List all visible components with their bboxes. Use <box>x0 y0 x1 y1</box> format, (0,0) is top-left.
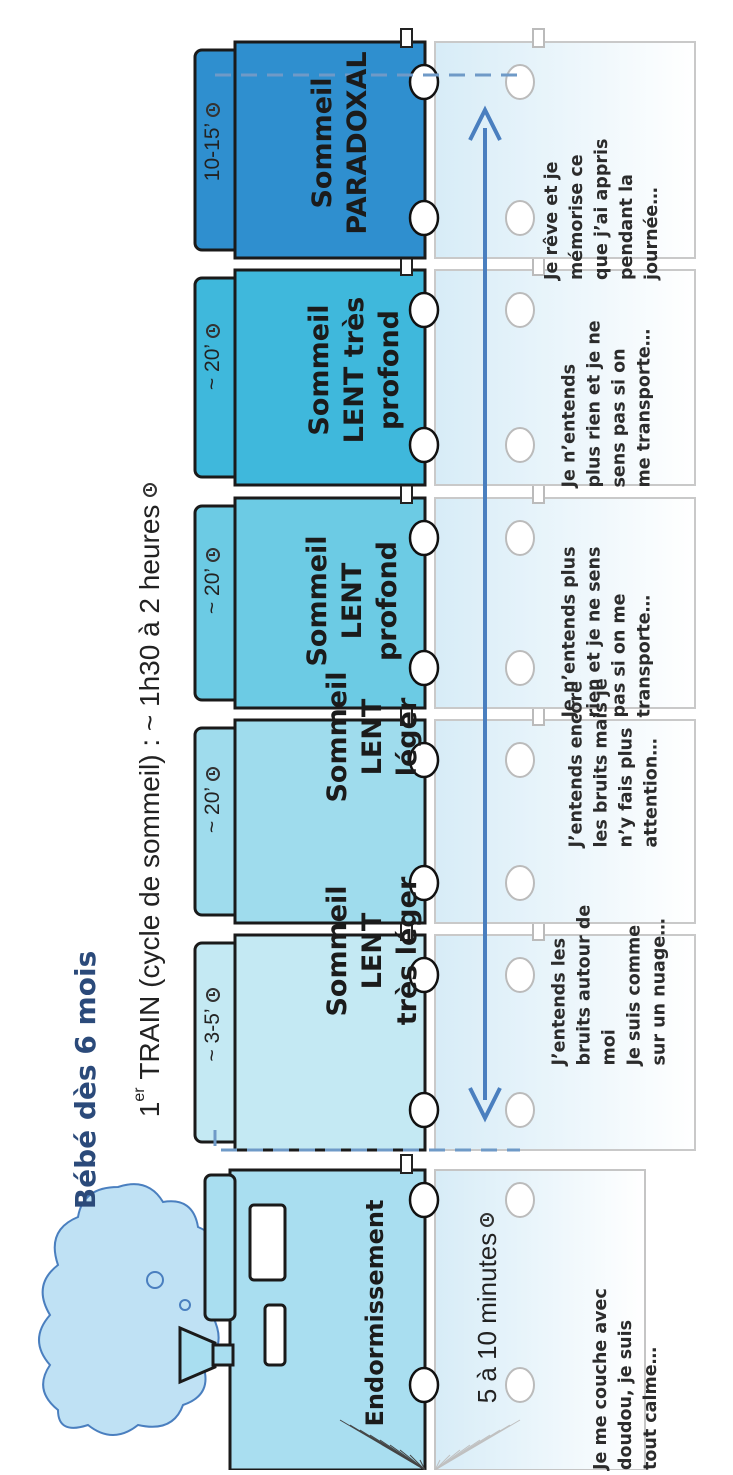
engine-chimney <box>178 1325 217 1385</box>
wheel-reflection <box>505 427 535 463</box>
cowcatcher-reflection-line <box>434 1459 441 1471</box>
car-4-title: Sommeil LENT très profond <box>303 296 405 444</box>
coupler <box>400 28 413 48</box>
thought-bubble <box>146 1271 164 1289</box>
clock-icon <box>480 1212 494 1227</box>
cycle-arrow-head-top <box>468 105 502 141</box>
cowcatcher-reflection-line <box>434 1449 461 1471</box>
car-body <box>233 933 427 1152</box>
car-body <box>233 268 427 487</box>
car-reflection <box>434 719 696 924</box>
car-5-description: Je rêve et je mémorise ce que j’ai appri… <box>542 138 662 280</box>
wheel <box>408 649 440 687</box>
cowcatcher-reflection-line <box>434 1454 451 1471</box>
car-body <box>233 718 427 925</box>
clock-icon <box>206 988 220 1003</box>
wheel-reflection <box>505 1092 535 1128</box>
car-2-duration: ~ 20’ <box>198 740 228 860</box>
cowcatcher-line <box>399 1449 426 1471</box>
wheel <box>408 956 440 994</box>
title-ordinal: 1 <box>134 1101 165 1118</box>
wheel <box>408 741 440 779</box>
coupler-reflection <box>532 484 545 504</box>
wheel-reflection <box>505 650 535 686</box>
wheel <box>408 1181 440 1219</box>
title-text: TRAIN (cycle de sommeil) : ~ 1h30 à 2 he… <box>134 504 165 1080</box>
car-4-duration: ~ 20’ <box>198 297 228 417</box>
car-3-description: Je n’entends plus rien et je ne sens pas… <box>559 546 655 718</box>
engine-description: Je me couche avec doudou, je suis tout c… <box>591 1288 661 1470</box>
wheel <box>408 519 440 557</box>
clock-icon <box>143 482 157 497</box>
cloud-label: Bébé dès 6 mois <box>68 950 102 1210</box>
car-1-title: Sommeil LENT très léger <box>321 876 423 1026</box>
car-reflection <box>434 269 696 486</box>
clock-icon <box>206 547 220 562</box>
coupler <box>400 1154 413 1174</box>
clock-icon <box>206 323 220 338</box>
engine-reflection <box>434 1169 646 1471</box>
engine-chimney-base <box>211 1343 235 1367</box>
car-4-description: Je n’entends plus rien et je ne sens pas… <box>559 320 655 488</box>
wheel <box>408 426 440 464</box>
wheel-reflection <box>505 520 535 556</box>
wheel <box>408 1091 440 1129</box>
car-5-title: Sommeil PARADOXAL <box>307 51 373 235</box>
engine-roof <box>203 1173 237 1322</box>
wheel-reflection <box>505 865 535 901</box>
clock-icon <box>206 102 220 117</box>
title-ordinal-sup: er <box>131 1087 148 1102</box>
wheel <box>408 199 440 237</box>
thought-bubble <box>179 1299 191 1311</box>
wheel <box>408 291 440 329</box>
wheel-reflection <box>505 957 535 993</box>
engine-window <box>263 1303 287 1367</box>
car-reflection <box>434 934 696 1151</box>
car-body <box>233 496 427 710</box>
car-3-title: Sommeil LENT profond <box>301 535 403 667</box>
engine-time: 5 à 10 minutes <box>469 1183 505 1433</box>
car-5-duration: 10-15’ <box>198 82 228 202</box>
wheel <box>408 63 440 101</box>
cycle-arrow-head-bottom <box>468 1087 502 1123</box>
car-body <box>233 40 427 260</box>
thought-cloud <box>38 1183 224 1436</box>
car-1-duration: ~ 3-5’ <box>198 965 228 1085</box>
wheel-reflection <box>505 1367 535 1403</box>
car-1-description: J’entends les bruits autour de moi Je su… <box>549 904 670 1066</box>
cowcatcher-line <box>409 1454 426 1471</box>
cowcatcher-line <box>419 1459 426 1471</box>
wheel-reflection <box>505 1182 535 1218</box>
wheel-reflection <box>505 200 535 236</box>
start-dashed-guide <box>213 1130 520 1152</box>
wheel <box>408 864 440 902</box>
engine-window <box>248 1203 287 1282</box>
car-reflection <box>434 41 696 259</box>
wheel-reflection <box>505 742 535 778</box>
wheel <box>408 1366 440 1404</box>
coupler-reflection <box>532 28 545 48</box>
wheel-reflection <box>505 292 535 328</box>
clock-icon <box>206 766 220 781</box>
car-3-duration: ~ 20’ <box>198 521 228 641</box>
engine-label: Endormissement <box>361 1199 389 1427</box>
coupler-reflection <box>532 921 545 941</box>
wheel-reflection <box>505 64 535 100</box>
coupler-reflection <box>532 706 545 726</box>
car-reflection <box>434 497 696 709</box>
